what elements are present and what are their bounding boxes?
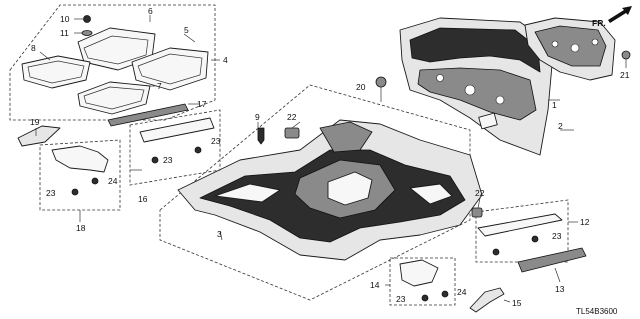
end-trim-15	[469, 287, 505, 313]
rear-floor-mat-left	[21, 55, 91, 89]
callout-3: 3	[217, 229, 222, 239]
callout-23e: 23	[396, 294, 406, 304]
callout-18: 18	[76, 223, 86, 233]
callout-8: 8	[31, 43, 36, 53]
callout-14: 14	[370, 280, 380, 290]
rear-floor-mat-right	[77, 81, 151, 115]
side-sill-trim-upper	[107, 103, 189, 127]
front-indicator: FR.	[592, 18, 606, 28]
callout-20: 20	[356, 82, 366, 92]
sill-scuff-plate	[517, 247, 587, 273]
callout-22a: 22	[287, 112, 297, 122]
floor-carpet-group-outline	[159, 84, 471, 301]
callout-1: 1	[552, 100, 557, 110]
callout-9: 9	[255, 112, 260, 122]
grommet-22b	[471, 207, 483, 218]
callout-4: 4	[223, 55, 228, 65]
drawing-code: TL54B3600	[576, 307, 618, 316]
callout-23b: 23	[163, 155, 173, 165]
callout-16: 16	[138, 194, 148, 204]
callout-2: 2	[558, 121, 563, 131]
callout-11: 11	[60, 28, 69, 38]
callout-10: 10	[60, 14, 70, 24]
callout-23c: 23	[46, 188, 56, 198]
mat-hook-clip	[83, 15, 91, 23]
kick-panel-clip-19	[17, 125, 61, 147]
callout-17: 17	[197, 99, 207, 109]
floor-mat-group-outline	[9, 4, 216, 121]
insulator-clip	[621, 50, 631, 60]
callout-7: 7	[157, 81, 162, 91]
right-sill-group-outline	[475, 199, 569, 263]
mat-retainer-clip	[81, 30, 93, 36]
kick-panel	[51, 145, 109, 173]
callout-19: 19	[30, 117, 40, 127]
front-floor-mat-passenger	[131, 47, 209, 91]
callout-5: 5	[184, 25, 189, 35]
callout-13: 13	[555, 284, 565, 294]
kick-panel-group-outline	[39, 139, 121, 211]
side-trim-group-outline	[129, 109, 221, 186]
callout-15: 15	[512, 298, 522, 308]
clip-9	[257, 127, 265, 145]
callout-24b: 24	[457, 287, 467, 297]
grommet-22a	[284, 127, 300, 139]
callout-23d: 23	[552, 231, 562, 241]
clip-20	[375, 76, 387, 88]
callout-21: 21	[620, 70, 630, 80]
callout-6: 6	[148, 6, 153, 16]
right-kick-group-outline	[389, 257, 456, 306]
right-sill-trim	[477, 213, 563, 237]
side-sill-trim	[139, 117, 215, 143]
front-arrow-icon	[608, 6, 632, 23]
callout-23a: 23	[211, 136, 221, 146]
callout-24a: 24	[108, 176, 118, 186]
callout-22b: 22	[475, 188, 485, 198]
right-kick-panel	[399, 259, 439, 287]
callout-12: 12	[580, 217, 590, 227]
